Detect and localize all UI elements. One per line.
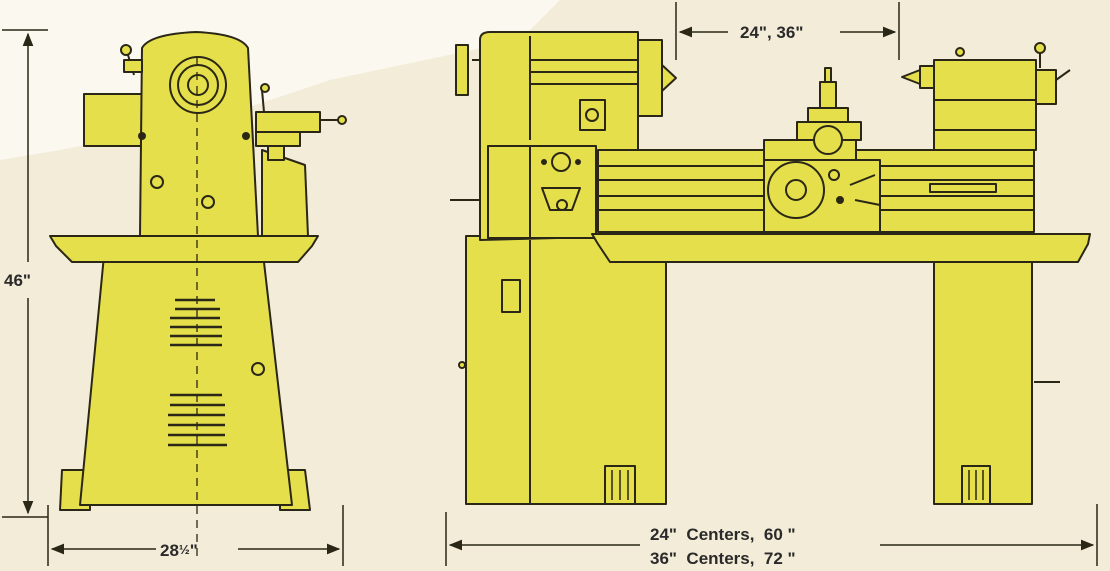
spindle-chuck [637, 39, 663, 117]
cross-slide [255, 111, 321, 133]
tailstock-handwheel [1035, 69, 1057, 105]
gear-cover [487, 145, 531, 239]
length-dimension-line1: 24" Centers, 60 " [650, 525, 796, 544]
length-dimension-line2: 36" Centers, 72 " [650, 549, 796, 568]
rear-gear-box [83, 93, 143, 147]
handle-base [123, 59, 143, 73]
dead-center [901, 69, 921, 85]
compound-base [255, 131, 301, 147]
carriage-block [267, 145, 285, 161]
live-center [661, 64, 677, 92]
tailstock [933, 59, 1037, 151]
lever-knob [260, 83, 270, 93]
dimension-lines [2, 2, 1098, 566]
pedestal-door [501, 279, 521, 313]
spindle-nose [187, 74, 209, 96]
chip-tray [591, 233, 1091, 263]
tool-post [819, 81, 837, 109]
crank-knob [337, 115, 347, 125]
between-centers-dimension-label: 24", 36" [740, 23, 803, 42]
chip-pan [49, 235, 319, 263]
lever-shaft [261, 89, 265, 113]
compound-dial [813, 125, 843, 155]
lathe-front-view [450, 31, 1091, 505]
handle-knob [120, 44, 132, 56]
tailstock-quill [919, 65, 935, 89]
lathe-end-view [49, 31, 347, 560]
height-dimension-label: 46" [4, 271, 31, 290]
vent-lower [168, 393, 227, 447]
right-pedestal [933, 235, 1033, 505]
base-width-dimension-label: 28½" [160, 541, 198, 560]
vent-upper [170, 298, 222, 347]
left-pedestal [465, 235, 667, 505]
apron-side [261, 149, 309, 237]
headstock-handwheel [455, 44, 469, 96]
